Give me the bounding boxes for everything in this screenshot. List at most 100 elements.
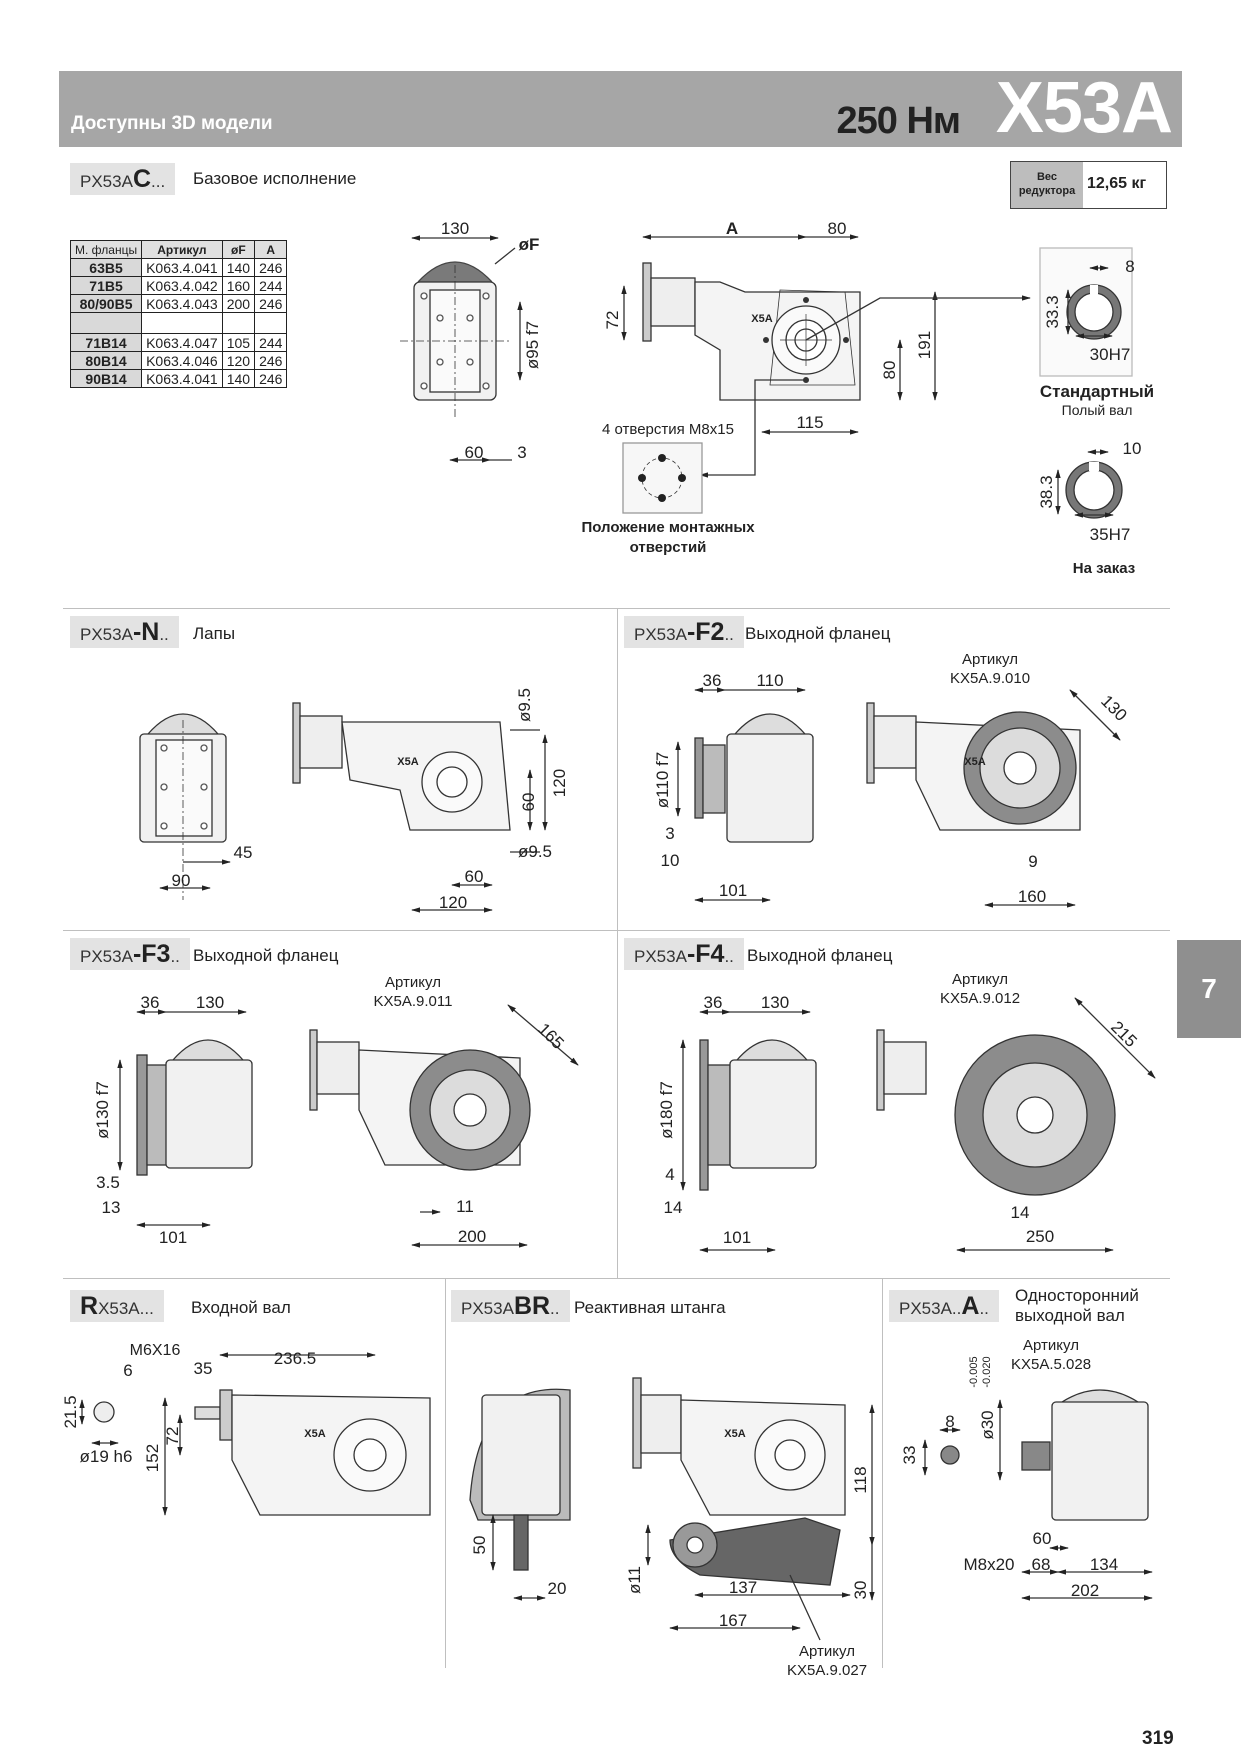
dim-label: ø9.5 [518, 842, 552, 861]
column-divider [617, 608, 618, 1278]
cell: K063.4.042 [141, 276, 223, 295]
article-label: Артикул [1023, 1337, 1079, 1354]
dim-label: 11 [456, 1197, 474, 1216]
tag-code: -N [132, 618, 160, 646]
tag-prefix: PX53A [80, 947, 133, 966]
article-code-f2: KX5A.9.010 [950, 670, 1030, 687]
section-tag-f3: PX53A-F3.. [70, 938, 190, 970]
cell: 80/90B5 [69, 294, 143, 313]
dim-label: 14 [664, 1198, 683, 1217]
housing-label: X5A [964, 756, 985, 768]
cell: K063.4.047 [141, 333, 223, 352]
dim-label: 38.3 [1037, 475, 1056, 508]
article-label: Артикул [385, 974, 441, 991]
tag-suffix: ... [151, 172, 166, 191]
dim-label: øF [519, 235, 540, 254]
cell: 71B5 [69, 276, 143, 295]
tag-code: A [961, 1292, 980, 1320]
section-caption-f4: Выходной фланец [747, 946, 893, 965]
tag-prefix: X53A [98, 1299, 140, 1318]
tag-code: -F4 [686, 940, 725, 968]
drawing-a-side-view [997, 1389, 1153, 1601]
dim-label: 72 [603, 311, 622, 330]
drawing-f2-side-view [866, 689, 1121, 908]
dim-label: M6X16 [130, 1342, 181, 1359]
drawing-feet-end-view [139, 713, 231, 900]
cell: 80B14 [69, 351, 143, 370]
dim-label: 215 [1107, 1017, 1140, 1050]
dim-label: 120 [550, 769, 569, 797]
col-header: Артикул [141, 240, 223, 259]
dim-label: 80 [828, 219, 847, 238]
section-divider [63, 930, 1170, 931]
dim-label: 35 [194, 1359, 213, 1378]
tag-suffix: .. [159, 625, 169, 644]
table-header-row: М. фланцы Артикул øF A [69, 240, 288, 259]
dim-label: 33 [900, 1446, 919, 1465]
dim-label: A [726, 219, 738, 238]
dim-label: 36 [703, 671, 722, 690]
dim-label: 9 [1028, 852, 1037, 871]
dim-label: 236.5 [274, 1349, 317, 1368]
dim-label: 72 [163, 1427, 182, 1446]
cell: K063.4.043 [141, 294, 223, 313]
dim-label: 6 [123, 1361, 132, 1380]
header-title: Доступны 3D модели [71, 113, 273, 134]
section-caption-base: Базовое исполнение [193, 169, 357, 188]
article-label: Артикул [952, 971, 1008, 988]
dim-label: 202 [1071, 1581, 1099, 1600]
dim-label: 60 [465, 443, 484, 462]
caption-line: выходной вал [1015, 1306, 1125, 1325]
dim-label: 36 [704, 993, 723, 1012]
dim-label: 200 [458, 1227, 486, 1246]
tag-prefix: PX53A.. [899, 1299, 962, 1318]
article-label: Артикул [799, 1643, 855, 1660]
dim-label: ø11 [625, 1566, 644, 1594]
tag-suffix: .. [550, 1299, 560, 1318]
drawing-br-end-view [469, 1388, 571, 1601]
weight-label-1: Вес [1036, 171, 1058, 183]
drawing-f3-end-view [117, 1009, 253, 1228]
dim-label: 80 [880, 361, 899, 380]
cell: 120 [221, 351, 256, 370]
dim-label: 118 [851, 1466, 870, 1493]
cell: K063.4.046 [141, 351, 223, 370]
dim-label: 120 [439, 893, 467, 912]
tag-suffix: .. [724, 625, 734, 644]
cell: K063.4.041 [141, 369, 223, 388]
dim-label: 68 [1032, 1555, 1051, 1574]
tag-code: -F3 [132, 940, 171, 968]
article-code-br: KX5A.9.027 [787, 1662, 867, 1679]
cell: K063.4.041 [141, 258, 223, 277]
drawing-base-side-view [621, 234, 1031, 478]
drawing-r-side-view [162, 1352, 431, 1516]
cell: 105 [221, 333, 256, 352]
section-caption-feet: Лапы [193, 624, 236, 643]
dim-label: ø110 f7 [653, 752, 672, 808]
tolerance-label: -0.005 [968, 1356, 980, 1387]
dim-label: 20 [548, 1579, 567, 1598]
drawing-br-side-view [632, 1377, 875, 1641]
on-order-label: На заказ [1073, 560, 1135, 577]
tag-suffix: .. [724, 947, 734, 966]
tag-code: C [132, 165, 151, 193]
dim-label: 134 [1090, 1555, 1118, 1574]
dim-label: ø130 f7 [93, 1081, 112, 1139]
dim-label: 14 [1011, 1203, 1030, 1222]
standard-label: Стандартный [1040, 382, 1154, 401]
section-caption-r: Входной вал [191, 1298, 291, 1317]
dim-label: M8x20 [963, 1555, 1014, 1574]
dim-label: 10 [1123, 439, 1142, 458]
mount-pos-label: Положение монтажных [581, 519, 755, 536]
drawing-f4-side-view [876, 997, 1156, 1253]
housing-label: X5A [751, 313, 772, 325]
dim-label: 10 [661, 851, 680, 870]
dim-label: 8 [1125, 257, 1134, 276]
dim-label: 33.3 [1043, 295, 1062, 328]
